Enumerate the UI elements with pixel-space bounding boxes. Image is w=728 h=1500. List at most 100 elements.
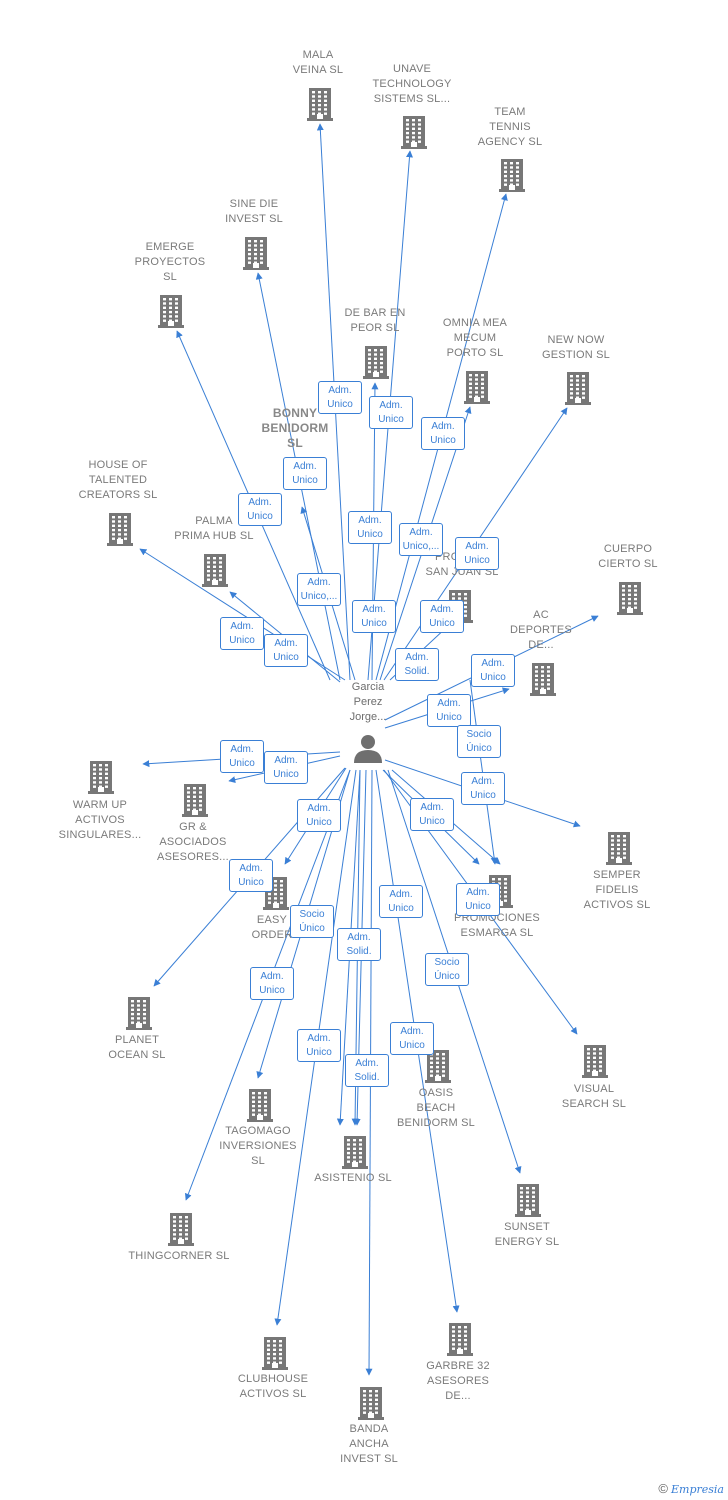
center-person-label[interactable]: Garcia Perez Jorge... <box>333 680 403 725</box>
building-icon[interactable] <box>401 113 427 151</box>
company-node-bonny[interactable]: BONNY BENIDORM SL <box>240 406 350 451</box>
building-icon[interactable] <box>565 369 591 407</box>
relation-badge[interactable]: Adm. Unico <box>238 493 282 526</box>
relation-badge[interactable]: Adm. Unico <box>352 600 396 633</box>
relation-badge[interactable]: Adm. Unico <box>456 883 500 916</box>
building-icon[interactable] <box>168 1210 194 1248</box>
company-label: VISUAL SEARCH SL <box>561 1083 627 1110</box>
relation-badge[interactable]: Adm. Unico <box>348 511 392 544</box>
company-label: GR & ASOCIADOS ASESORES... <box>157 821 229 863</box>
company-node-easy[interactable]: EASY ORDER <box>217 913 327 943</box>
building-icon[interactable] <box>447 1320 473 1358</box>
company-node-tagomago[interactable]: TAGOMAGO INVERSIONES SL <box>203 1124 313 1169</box>
building-icon[interactable] <box>158 292 184 330</box>
company-node-ac[interactable]: AC DEPORTES DE... <box>486 608 596 653</box>
building-icon[interactable] <box>515 1181 541 1219</box>
building-icon[interactable] <box>247 1086 273 1124</box>
company-node-gr[interactable]: GR & ASOCIADOS ASESORES... <box>138 820 248 865</box>
company-node-semper[interactable]: SEMPER FIDELIS ACTIVOS SL <box>562 868 672 913</box>
company-label: PALMA PRIMA HUB SL <box>174 515 254 542</box>
building-icon[interactable] <box>606 829 632 867</box>
relation-badge[interactable]: Adm. Unico <box>297 799 341 832</box>
company-node-clubhouse[interactable]: CLUBHOUSE ACTIVOS SL <box>218 1372 328 1402</box>
relation-badge[interactable]: Adm. Unico <box>420 600 464 633</box>
relation-badge[interactable]: Adm. Unico <box>410 798 454 831</box>
company-node-mala-veina[interactable]: MALA VEINA SL <box>263 48 373 78</box>
relation-badge[interactable]: Adm. Unico <box>264 751 308 784</box>
building-icon[interactable] <box>582 1042 608 1080</box>
building-icon[interactable] <box>243 234 269 272</box>
relation-badge[interactable]: Socio Único <box>457 725 501 758</box>
relation-badge[interactable]: Adm. Solid. <box>345 1054 389 1087</box>
building-icon[interactable] <box>126 994 152 1032</box>
company-label: HOUSE OF TALENTED CREATORS SL <box>78 459 158 501</box>
company-label: TEAM TENNIS AGENCY SL <box>477 106 543 148</box>
building-icon[interactable] <box>202 551 228 589</box>
company-node-planet[interactable]: PLANET OCEAN SL <box>82 1033 192 1063</box>
relation-badge[interactable]: Socio Único <box>290 905 334 938</box>
building-icon[interactable] <box>88 758 114 796</box>
building-icon[interactable] <box>530 660 556 698</box>
relation-badge[interactable]: Adm. Unico,... <box>399 523 443 556</box>
company-node-emerge[interactable]: EMERGE PROYECTOS SL <box>115 240 225 285</box>
company-node-sunset[interactable]: SUNSET ENERGY SL <box>472 1220 582 1250</box>
building-icon[interactable] <box>464 368 490 406</box>
building-icon[interactable] <box>107 510 133 548</box>
company-label: BONNY BENIDORM SL <box>261 406 329 450</box>
company-label: CUERPO CIERTO SL <box>598 543 658 570</box>
company-label: DE BAR EN PEOR SL <box>344 307 406 334</box>
relation-badge[interactable]: Adm. Unico <box>421 417 465 450</box>
building-icon[interactable] <box>499 156 525 194</box>
relation-badge[interactable]: Adm. Solid. <box>337 928 381 961</box>
company-label: OASIS BEACH BENIDORM SL <box>397 1087 475 1129</box>
building-icon[interactable] <box>307 85 333 123</box>
building-icon[interactable] <box>363 343 389 381</box>
company-node-unave[interactable]: UNAVE TECHNOLOGY SISTEMS SL... <box>357 62 467 107</box>
building-icon[interactable] <box>182 781 208 819</box>
person-icon[interactable] <box>353 733 383 768</box>
relation-badge[interactable]: Adm. Unico <box>455 537 499 570</box>
relation-badge[interactable]: Adm. Unico <box>379 885 423 918</box>
copyright-icon: © <box>658 1481 668 1496</box>
relation-badge[interactable]: Adm. Unico <box>297 1029 341 1062</box>
footer-brand: © Empresia <box>658 1481 724 1496</box>
relation-badge[interactable]: Adm. Unico <box>471 654 515 687</box>
relation-badge[interactable]: Adm. Unico <box>369 396 413 429</box>
company-node-cuerpo[interactable]: CUERPO CIERTO SL <box>573 542 683 572</box>
company-node-team-tennis[interactable]: TEAM TENNIS AGENCY SL <box>455 105 565 150</box>
company-node-new-now[interactable]: NEW NOW GESTION SL <box>521 333 631 363</box>
company-node-garbre[interactable]: GARBRE 32 ASESORES DE... <box>403 1359 513 1404</box>
building-icon[interactable] <box>617 579 643 617</box>
company-node-banda[interactable]: BANDA ANCHA INVEST SL <box>314 1422 424 1467</box>
company-label: MALA VEINA SL <box>292 49 344 76</box>
relation-badge[interactable]: Adm. Unico <box>461 772 505 805</box>
company-node-omnia[interactable]: OMNIA MEA MECUM PORTO SL <box>420 316 530 361</box>
relation-badge[interactable]: Adm. Unico <box>264 634 308 667</box>
relation-badge[interactable]: Socio Único <box>425 953 469 986</box>
company-node-warm-up[interactable]: WARM UP ACTIVOS SINGULARES... <box>45 798 155 843</box>
relation-badge[interactable]: Adm. Unico <box>229 859 273 892</box>
relation-badge[interactable]: Adm. Unico <box>283 457 327 490</box>
company-node-asistenio[interactable]: ASISTENIO SL <box>298 1171 408 1186</box>
company-node-oasis[interactable]: OASIS BEACH BENIDORM SL <box>381 1086 491 1131</box>
company-node-thingcorner[interactable]: THINGCORNER SL <box>124 1249 234 1264</box>
relation-badge[interactable]: Adm. Unico <box>220 617 264 650</box>
company-node-visual[interactable]: VISUAL SEARCH SL <box>539 1082 649 1112</box>
building-icon[interactable] <box>262 1334 288 1372</box>
building-icon[interactable] <box>342 1133 368 1171</box>
company-label: SUNSET ENERGY SL <box>494 1221 560 1248</box>
relation-badge[interactable]: Adm. Unico <box>427 694 471 727</box>
building-icon[interactable] <box>425 1047 451 1085</box>
relation-badge[interactable]: Adm. Unico <box>250 967 294 1000</box>
relation-badge[interactable]: Adm. Unico <box>318 381 362 414</box>
company-node-house[interactable]: HOUSE OF TALENTED CREATORS SL <box>63 458 173 503</box>
relation-badge[interactable]: Adm. Unico <box>220 740 264 773</box>
company-node-palma[interactable]: PALMA PRIMA HUB SL <box>159 514 269 544</box>
company-node-de-bar[interactable]: DE BAR EN PEOR SL <box>320 306 430 336</box>
building-icon[interactable] <box>358 1384 384 1422</box>
relation-badge[interactable]: Adm. Unico <box>390 1022 434 1055</box>
company-node-sine-die[interactable]: SINE DIE INVEST SL <box>199 197 309 227</box>
center-name: Garcia Perez Jorge... <box>349 681 387 723</box>
relation-badge[interactable]: Adm. Unico,... <box>297 573 341 606</box>
relation-badge[interactable]: Adm. Solid. <box>395 648 439 681</box>
